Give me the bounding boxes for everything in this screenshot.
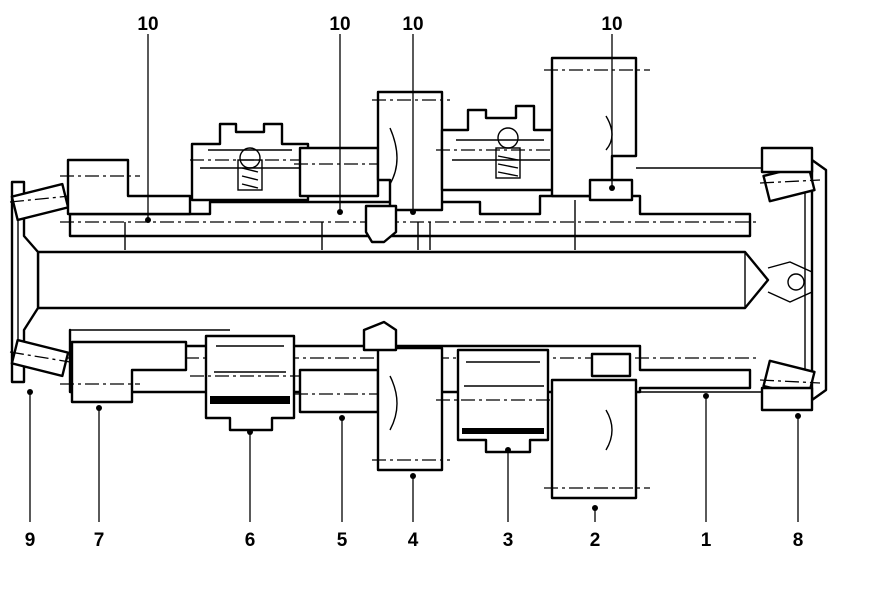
gear-2 [544, 56, 650, 500]
callout-8: 8 [793, 530, 804, 551]
left-bearing-lower [9, 338, 71, 378]
callout-5: 5 [337, 530, 348, 551]
sleeve-5 [294, 146, 380, 414]
gear-4 [362, 90, 450, 472]
synchronizer-3 [436, 104, 560, 454]
right-bearing-upper [759, 146, 821, 203]
callout-10-c: 10 [402, 14, 423, 35]
left-bearing-upper [9, 182, 71, 222]
callout-10-a: 10 [137, 14, 158, 35]
gear-7 [60, 158, 192, 404]
right-bearing-lower [759, 359, 821, 412]
synchronizer-6 [190, 122, 320, 432]
callout-7: 7 [94, 530, 105, 551]
callout-10-b: 10 [329, 14, 350, 35]
right-hub-1 [588, 167, 762, 393]
callout-labels: 10 10 10 10 9 7 6 5 4 3 2 1 8 [25, 14, 804, 551]
callout-6: 6 [245, 530, 256, 551]
callout-10-d: 10 [601, 14, 622, 35]
callout-2: 2 [590, 530, 601, 551]
leader-lines [27, 34, 801, 522]
callout-4: 4 [408, 530, 419, 551]
main-shaft [36, 250, 813, 310]
housing-outline [10, 158, 828, 402]
upper-sleeve [60, 194, 760, 250]
callout-1: 1 [701, 530, 712, 551]
callout-3: 3 [503, 530, 514, 551]
callout-9: 9 [25, 530, 36, 551]
